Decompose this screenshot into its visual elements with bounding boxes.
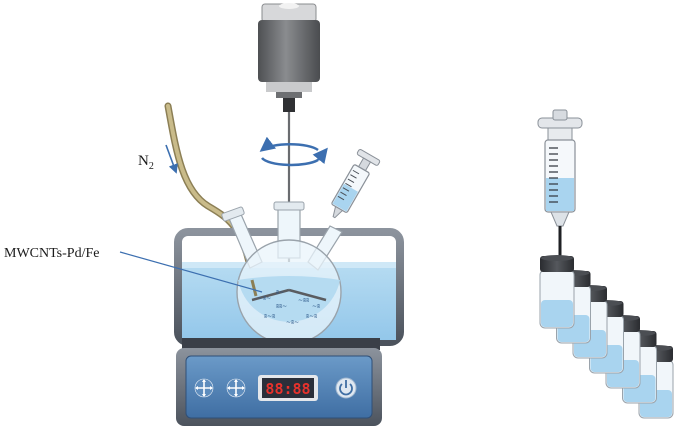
- sample-vial: [539, 255, 575, 329]
- vial-row: [539, 255, 674, 419]
- rotation-arrow-icon: [259, 136, 328, 167]
- svg-text:~ʬ~: ~ʬ~: [286, 319, 299, 326]
- dispensing-syringe: [537, 109, 583, 258]
- svg-text:ʬ~ʬ: ʬ~ʬ: [306, 313, 317, 320]
- svg-text:ʬʬ~: ʬʬ~: [276, 303, 287, 310]
- display-readout: 88:88: [265, 380, 310, 398]
- control-plus-arrows-icon-1[interactable]: [194, 378, 214, 398]
- three-neck-flask: ~ʬ~ ʬʬ~ ~ʬʬ ʬ~ʬ ~ʬ~ ʬ~ʬ ʬ~ ~ʬ: [221, 201, 343, 345]
- power-icon: [339, 380, 353, 396]
- svg-text:~ʬ~: ~ʬ~: [258, 295, 271, 302]
- catalyst-label: MWCNTs-Pd/Fe: [4, 246, 99, 261]
- svg-text:ʬ~: ʬ~: [276, 289, 284, 296]
- overhead-stirrer-motor: [258, 3, 320, 290]
- gas-label: N2: [138, 153, 154, 172]
- svg-text:~ʬ: ~ʬ: [312, 303, 320, 310]
- control-plus-arrows-icon-2[interactable]: [226, 378, 246, 398]
- digital-display: 88:88: [258, 375, 318, 401]
- svg-text:~ʬʬ: ~ʬʬ: [298, 297, 309, 304]
- catalyst-leader-line: [119, 251, 263, 293]
- addition-syringe: [331, 149, 381, 219]
- flow-arrow-icon: [165, 144, 178, 174]
- svg-text:ʬ~ʬ: ʬ~ʬ: [264, 313, 275, 320]
- power-button[interactable]: [335, 377, 357, 399]
